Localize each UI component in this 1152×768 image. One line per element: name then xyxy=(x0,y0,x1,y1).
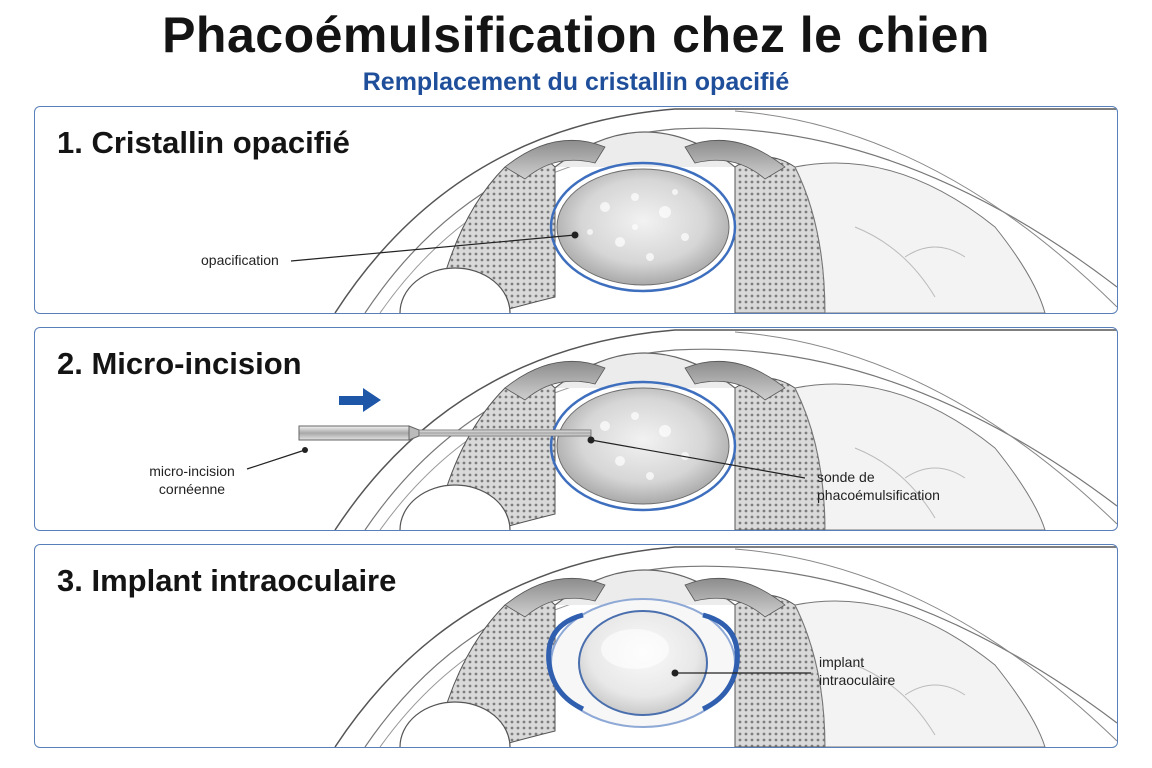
right-arrow-icon xyxy=(339,388,381,412)
page-subtitle: Remplacement du cristallin opacifié xyxy=(0,68,1152,97)
label-implant: implant intraoculaire xyxy=(819,653,895,689)
panel-title: 1. Cristallin opacifié xyxy=(57,125,350,161)
label-phaco-probe: sonde de phacoémulsification xyxy=(817,468,940,504)
panel-opacified-lens: 1. Cristallin opacifié opacification xyxy=(34,106,1118,314)
label-corneal-incision: micro-incision cornéenne xyxy=(137,462,247,498)
panel-title: 2. Micro-incision xyxy=(57,346,302,382)
panel-micro-incision: 2. Micro-incision micro-incision cornéen… xyxy=(34,327,1118,531)
page-title: Phacoémulsification chez le chien xyxy=(0,6,1152,64)
label-opacification: opacification xyxy=(201,251,279,269)
panel-intraocular-implant: 3. Implant intraoculaire implant intraoc… xyxy=(34,544,1118,748)
panel-title: 3. Implant intraoculaire xyxy=(57,563,396,599)
